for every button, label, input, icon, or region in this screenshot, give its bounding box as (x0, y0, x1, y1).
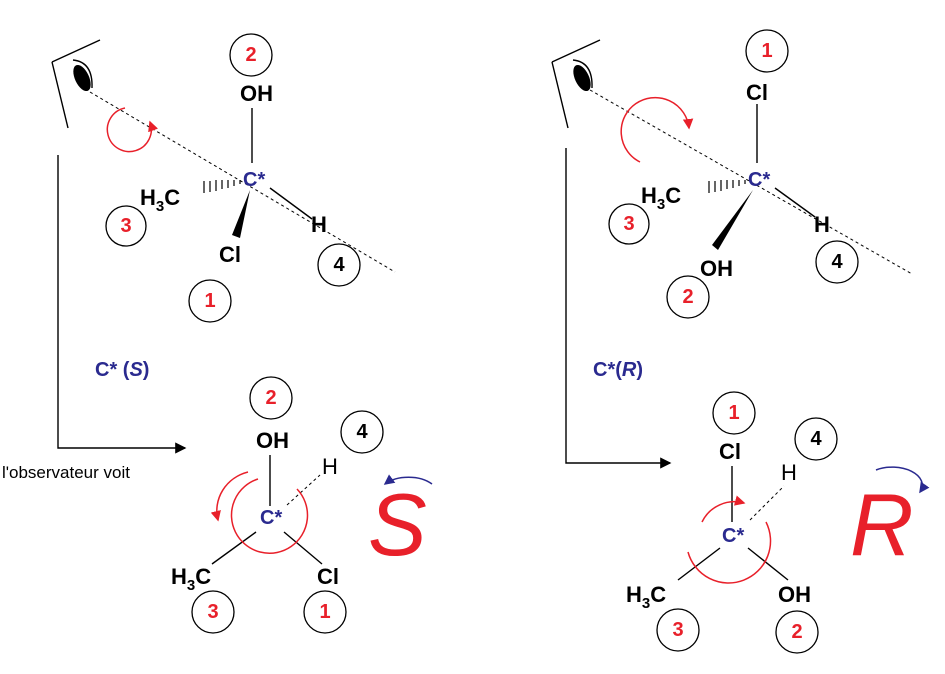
h3c-label: H3C (140, 185, 180, 215)
left-bottom-molecule: C* OH H H3C Cl 2 4 3 1 (171, 376, 384, 634)
priority-circle (303, 590, 347, 634)
cl-label: Cl (219, 242, 241, 267)
priority-circle (249, 376, 293, 420)
result-configuration: S (368, 475, 427, 574)
priority-circle (666, 275, 710, 319)
h-label: H (781, 460, 797, 485)
priority-cl: 1 (204, 290, 215, 312)
priority-rotation-arc (687, 521, 772, 584)
oh-label: OH (700, 256, 733, 281)
counterclockwise-arrow (383, 474, 433, 485)
right-top-molecule: C* Cl H OH H3C 1 3 4 2 (608, 29, 859, 319)
oh-label: OH (256, 428, 289, 453)
h3c-label: H3C (626, 582, 666, 612)
h-label: H (814, 212, 830, 237)
priority-cl: 1 (319, 601, 330, 623)
priority-ch3: 3 (120, 215, 131, 237)
priority-rotation-arc (230, 478, 309, 554)
priority-circle (815, 240, 859, 284)
priority-circle (340, 410, 384, 454)
h-label: H (311, 212, 327, 237)
configuration-label: C* (S) (95, 359, 149, 381)
hashed-bond (708, 180, 746, 193)
priority-circle (105, 205, 147, 247)
line-of-sight (589, 89, 913, 275)
rotation-arc (620, 96, 694, 163)
clockwise-arrow (875, 466, 930, 494)
priority-circle (317, 243, 361, 287)
oh-label: OH (240, 81, 273, 106)
hashed-bond (203, 180, 241, 193)
priority-ch3: 3 (672, 619, 683, 641)
observer-arrow (57, 155, 187, 454)
result-configuration: R (850, 475, 914, 574)
configuration-label: C*(R) (593, 359, 643, 381)
priority-circle (188, 279, 232, 323)
priority-h: 4 (831, 251, 843, 273)
eye-icon (51, 39, 101, 129)
cl-label: Cl (719, 439, 741, 464)
priority-h: 4 (356, 421, 368, 443)
h3c-label: H3C (171, 564, 211, 594)
priority-circle (745, 29, 789, 73)
cl-label: Cl (746, 80, 768, 105)
h3c-label: H3C (641, 183, 681, 213)
observer-arrow (565, 148, 672, 469)
priority-oh: 2 (265, 387, 276, 409)
observer-note: l'observateur voit (2, 463, 130, 482)
wedge-bond (232, 190, 250, 238)
oh-label: OH (778, 582, 811, 607)
right-panel: C* Cl H OH H3C 1 3 4 2 C*(R) C* Cl H H3C (551, 29, 930, 654)
priority-circle (608, 203, 650, 245)
carbon-center-label: C* (260, 507, 282, 529)
priority-oh: 2 (791, 621, 802, 643)
priority-ch3: 3 (207, 601, 218, 623)
carbon-center-label: C* (722, 525, 744, 547)
priority-circle (794, 417, 838, 461)
left-top-molecule: C* OH H Cl H3C 2 3 1 4 (105, 33, 361, 323)
priority-oh: 2 (682, 286, 693, 308)
priority-cl: 1 (728, 402, 739, 424)
priority-circle (712, 391, 756, 435)
priority-circle (229, 33, 273, 77)
h-label: H (322, 454, 338, 479)
priority-ch3: 3 (623, 213, 634, 235)
eye-icon (551, 39, 601, 129)
rotation-arc (106, 107, 159, 153)
wedge-bond (712, 190, 753, 250)
priority-h: 4 (810, 428, 822, 450)
line-of-sight (89, 91, 396, 273)
priority-oh: 2 (245, 44, 256, 66)
carbon-center-label: C* (243, 169, 265, 191)
cl-label: Cl (317, 564, 339, 589)
priority-circle (775, 610, 819, 654)
left-panel: l'observateur voit C* OH H Cl H3C (2, 33, 433, 634)
priority-cl: 1 (761, 40, 772, 62)
carbon-center-label: C* (748, 169, 770, 191)
priority-circle (191, 590, 235, 634)
priority-circle (656, 608, 700, 652)
right-bottom-molecule: C* Cl H H3C OH 1 4 3 2 (626, 391, 838, 654)
priority-h: 4 (333, 254, 345, 276)
